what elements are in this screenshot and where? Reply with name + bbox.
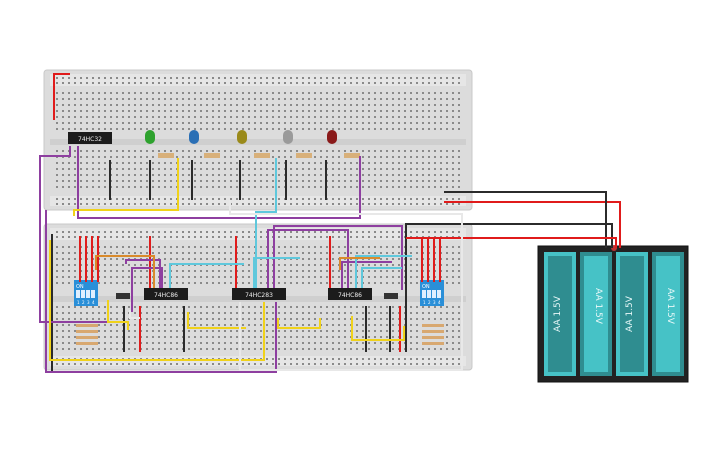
dip-pin-4: 4: [438, 300, 441, 305]
chip-74hc86-right-label: 74HC86: [338, 292, 362, 299]
cyan-wires: [169, 158, 412, 288]
dip-pin-1: 1: [423, 300, 426, 305]
dip-pin-4: 4: [92, 300, 95, 305]
resistors-top: [158, 153, 360, 158]
led-1: [145, 130, 155, 144]
ground-wires-top: [109, 160, 327, 200]
dip-pin-2: 2: [428, 300, 431, 305]
led-5: [327, 130, 337, 144]
dip-pin-1: 1: [77, 300, 80, 305]
led-2: [189, 130, 199, 144]
chip-74hc86-left[interactable]: 74HC86: [144, 288, 188, 300]
led-4: [283, 130, 293, 144]
battery-cell-label: AA 1.5V: [553, 295, 563, 332]
battery-cell: AA 1.5V: [544, 252, 576, 376]
resistor-bank-left: [76, 324, 98, 345]
yellow-wires: [49, 158, 405, 361]
white-wires: [129, 200, 463, 371]
power-jumpers: [79, 236, 441, 352]
small-components: [116, 293, 398, 299]
dip-switch-on-label: ON: [76, 284, 84, 290]
dip-switch-on-label: ON: [422, 284, 430, 290]
battery-cell: AA 1.5V: [580, 252, 612, 376]
chip-74hc86-right[interactable]: 74HC86: [328, 288, 372, 300]
battery-pack[interactable]: AA 1.5V AA 1.5V AA 1.5V AA 1.5V: [537, 245, 689, 383]
ground-jumpers: [123, 306, 391, 352]
rail-links[interactable]: [51, 73, 70, 372]
dip-pin-3: 3: [87, 300, 90, 305]
battery-cell: AA 1.5V: [616, 252, 648, 376]
battery-cell-label: AA 1.5V: [665, 288, 675, 325]
battery-cell-label: AA 1.5V: [593, 288, 603, 325]
dip-pin-3: 3: [433, 300, 436, 305]
resistor-bank-right: [422, 324, 444, 345]
chip-74hc32[interactable]: 74HC32: [68, 132, 112, 144]
battery-wires[interactable]: [405, 191, 621, 352]
battery-cell: AA 1.5V: [652, 252, 684, 376]
led-3: [237, 130, 247, 144]
chip-74hc283-label: 74HC283: [245, 292, 273, 299]
dip-switch-left[interactable]: ON 1 2 3 4: [74, 280, 98, 306]
chip-74hc86-left-label: 74HC86: [154, 292, 178, 299]
chip-74hc283[interactable]: 74HC283: [232, 288, 286, 300]
battery-cell-label: AA 1.5V: [625, 295, 635, 332]
orange-wires: [95, 255, 380, 288]
dip-pin-2: 2: [82, 300, 85, 305]
led-row: [145, 130, 337, 144]
dip-switch-right[interactable]: ON 1 2 3 4: [420, 280, 444, 306]
chip-74hc32-label: 74HC32: [78, 136, 102, 143]
